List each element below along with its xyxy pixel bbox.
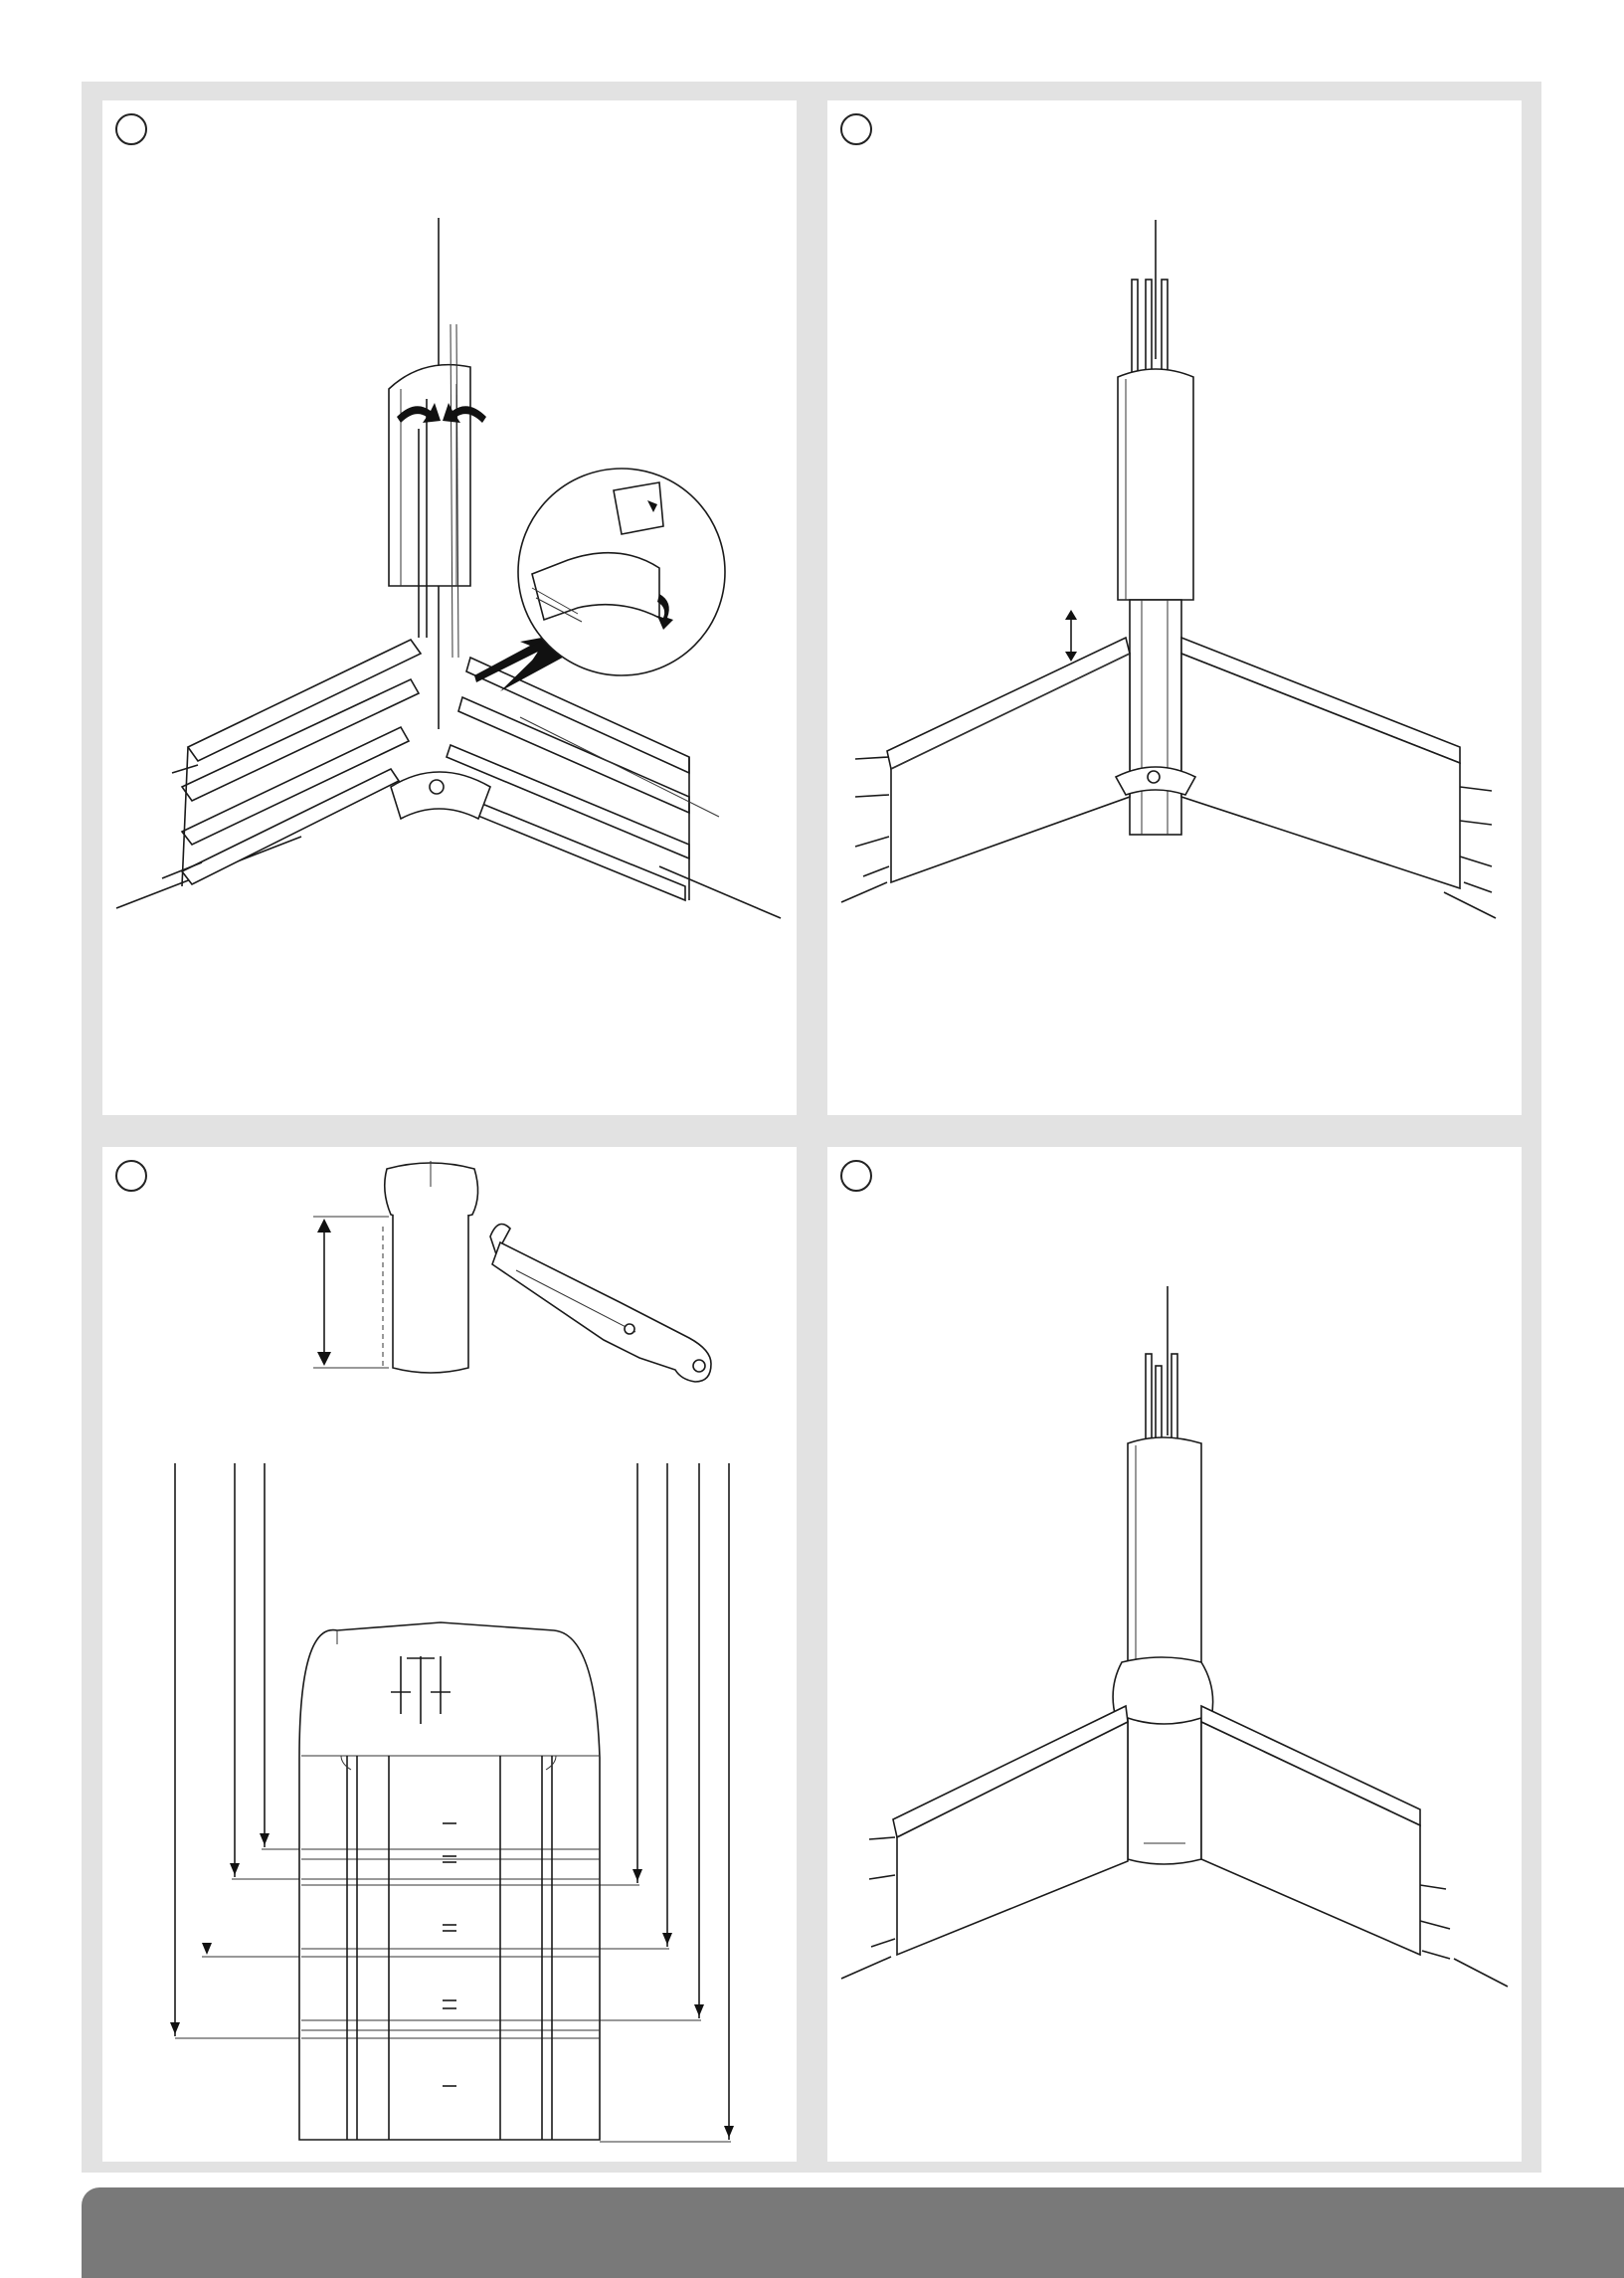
panel-step-1	[102, 100, 797, 1115]
panel-step-2	[827, 100, 1522, 1115]
step-3-illustration	[102, 1147, 797, 2162]
footer-bar	[82, 2187, 1624, 2278]
step-2-illustration	[827, 100, 1522, 1115]
step-4-illustration	[827, 1147, 1522, 2162]
step-1-illustration	[102, 100, 797, 1115]
panel-step-4	[827, 1147, 1522, 2162]
panel-step-3	[102, 1147, 797, 2162]
